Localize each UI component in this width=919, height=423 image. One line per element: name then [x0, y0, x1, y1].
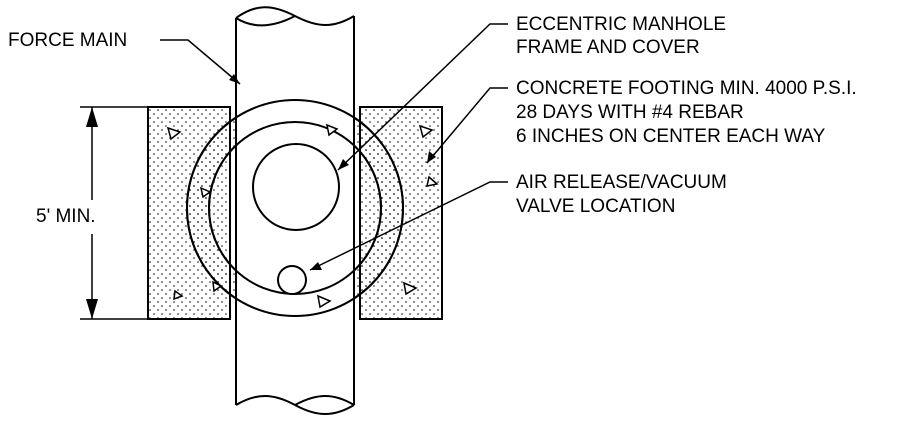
- leader-arrowheads: [229, 74, 436, 270]
- leader-lines: [160, 23, 508, 271]
- footing-arrowhead: [427, 151, 436, 163]
- footing-label-line3: 6 INCHES ON CENTER EACH WAY: [516, 126, 826, 147]
- footing-label-line2: 28 DAYS WITH #4 REBAR: [516, 102, 744, 123]
- manhole-label-line2: FRAME AND COVER: [516, 37, 700, 58]
- aggregate-triangles: [166, 123, 439, 309]
- valve-label-line2: VALVE LOCATION: [516, 196, 676, 217]
- manhole-label-line1: ECCENTRIC MANHOLE: [516, 14, 727, 35]
- manhole-cover-circle: [252, 143, 340, 231]
- manhole-arrowhead: [338, 159, 349, 170]
- dimension-arrow-top: [86, 107, 98, 127]
- dimension-line: [80, 106, 150, 320]
- valve-circle: [277, 265, 307, 295]
- footing-label-line1: CONCRETE FOOTING MIN. 4000 P.S.I.: [516, 78, 857, 99]
- manhole-outer-circle: [186, 99, 404, 317]
- force-main-arrowhead: [229, 74, 240, 84]
- dimension-arrow-bottom: [86, 299, 98, 319]
- valve-leader: [309, 181, 508, 271]
- dimension-label: 5' MIN.: [36, 206, 96, 227]
- footing-leader: [426, 87, 508, 164]
- force-main-label: FORCE MAIN: [8, 30, 128, 51]
- valve-label-line1: AIR RELEASE/VACUUM: [516, 172, 727, 193]
- force-main-leader: [160, 39, 241, 85]
- valve-arrowhead: [310, 262, 322, 270]
- manhole-leader: [337, 23, 508, 171]
